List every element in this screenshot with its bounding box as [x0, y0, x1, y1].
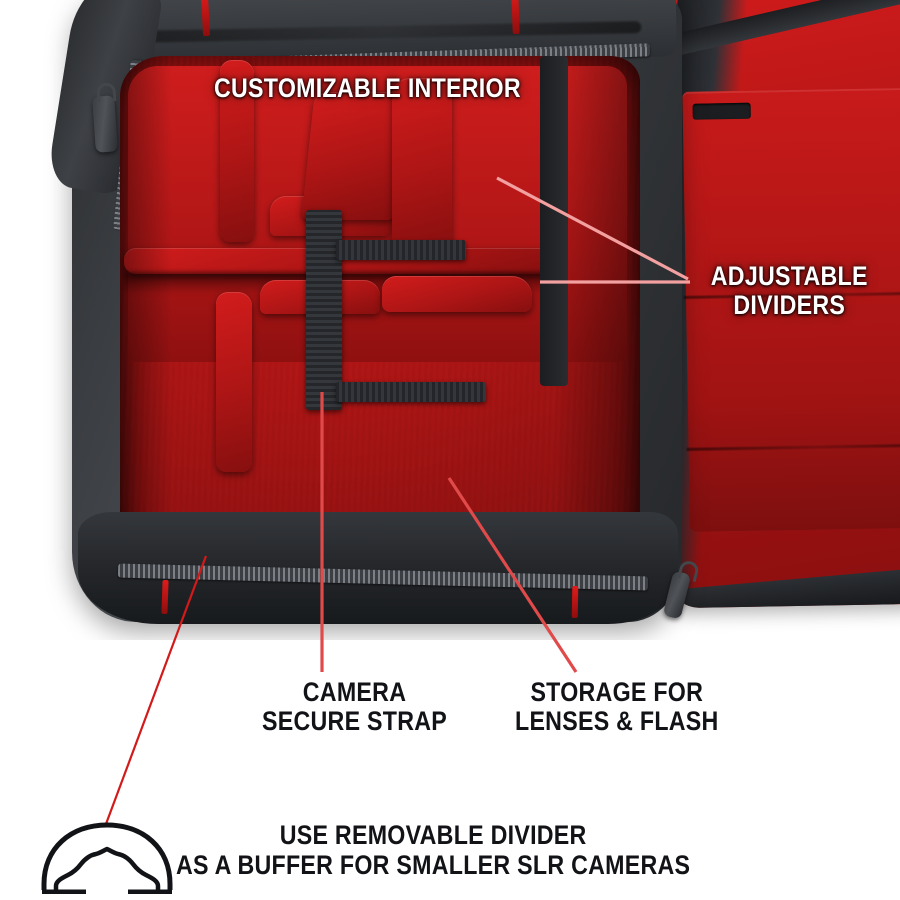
flap-top-seam [654, 0, 900, 62]
label-footer-removable-divider: USE REMOVABLE DIVIDER AS A BUFFER FOR SM… [176, 820, 691, 881]
zipper-pull-left [92, 95, 118, 153]
strap-cross-upper [336, 240, 466, 260]
accent-tab-bottom-right [571, 585, 579, 619]
interior-left-shading [120, 56, 172, 566]
label-storage-lenses-flash: STORAGE FOR LENSES & FLASH [515, 677, 719, 737]
divider-vertical-lower-left [216, 292, 252, 472]
label-camera-secure-strap: CAMERA SECURE STRAP [262, 677, 448, 737]
label-customizable-interior: CUSTOMIZABLE INTERIOR [214, 73, 521, 103]
accent-tab-bottom-left [161, 579, 169, 615]
interior-right-gap [540, 56, 568, 386]
product-photo [0, 0, 900, 640]
strap-cross-lower [336, 382, 486, 402]
accent-tab-right [511, 0, 520, 35]
bag-interior-cavity [120, 56, 640, 566]
flap-slot [692, 102, 751, 120]
divider-vertical-upper-left [220, 60, 254, 242]
label-adjustable-dividers: ADJUSTABLE DIVIDERS [710, 261, 868, 321]
removable-divider-dome-icon [41, 822, 173, 894]
divider-lower-right [382, 276, 532, 312]
divider-vertical-right [392, 78, 452, 250]
